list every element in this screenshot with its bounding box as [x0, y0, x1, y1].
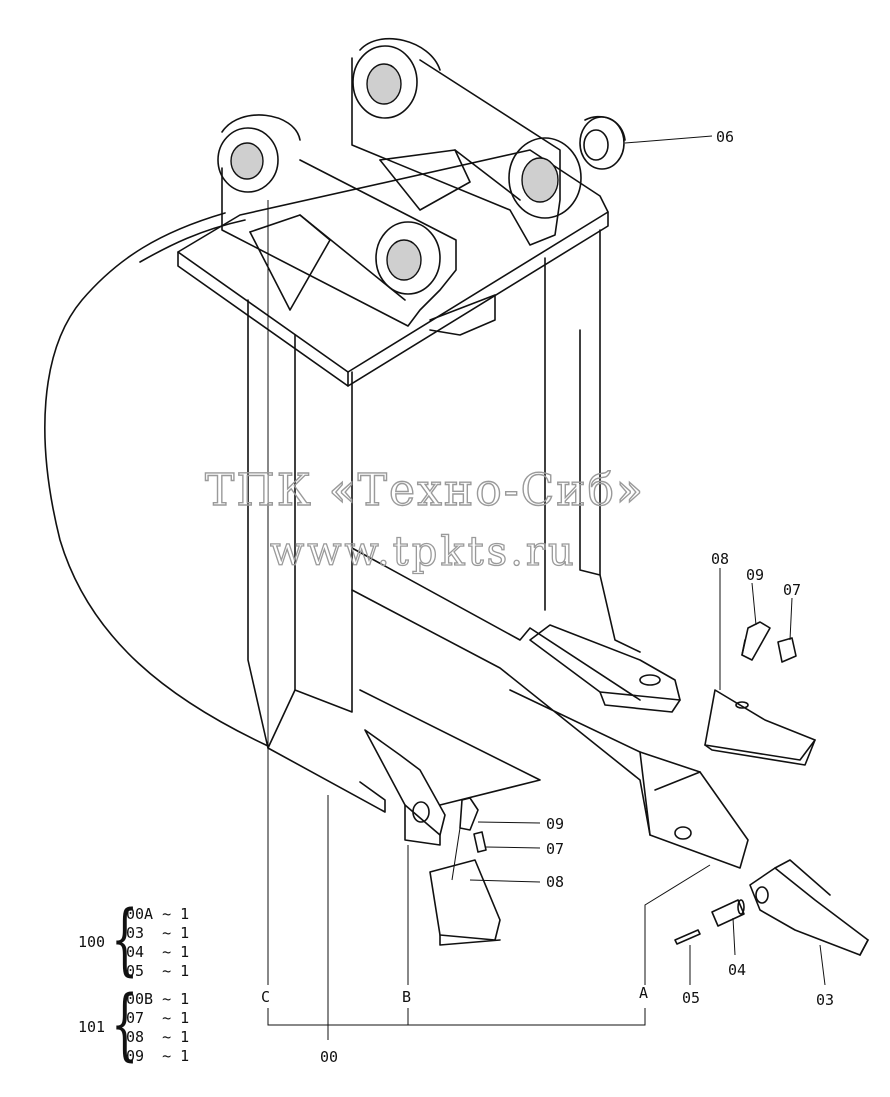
- callout-00: 00: [320, 1048, 338, 1066]
- shank-column-right: [544, 229, 641, 653]
- pin-09-mid: [459, 797, 479, 831]
- kit-number: 101: [78, 1018, 106, 1036]
- kit-item: 00A ~ 1: [126, 905, 190, 923]
- callout-09-mid: 09: [546, 815, 564, 833]
- pin-09-right: [741, 621, 771, 661]
- pin-boss-right-top: [352, 37, 441, 119]
- callout-06: 06: [716, 128, 734, 146]
- pin-boss-right-bottom: [508, 137, 582, 219]
- ref-label-a: A: [639, 984, 648, 1002]
- callout-04: 04: [728, 961, 746, 979]
- tooth-point-08-mid: [429, 859, 501, 946]
- kit-brace: {: [111, 895, 139, 985]
- callout-07-right: 07: [783, 581, 801, 599]
- pin-04: [711, 899, 745, 927]
- pin-boss-left-bottom: [375, 221, 441, 295]
- kit-item: 08 ~ 1: [126, 1028, 190, 1046]
- lock-07-right: [777, 637, 797, 663]
- kit-101: 101 { 00B ~ 1 07 ~ 1 08 ~ 1 09 ~ 1: [78, 986, 218, 1070]
- ref-label-b: B: [402, 988, 411, 1006]
- frame-outline-curve-inner: [139, 219, 246, 263]
- kit-brace: {: [111, 980, 139, 1070]
- tooth-holder-left: [359, 689, 541, 846]
- kit-100: 100 { 00A ~ 1 03 ~ 1 04 ~ 1 05 ~ 1: [78, 901, 218, 985]
- watermark-url: www.tpkts.ru: [270, 529, 577, 575]
- kit-item: 09 ~ 1: [126, 1047, 190, 1065]
- mounting-plate: [177, 149, 609, 387]
- kit-item: 00B ~ 1: [126, 990, 190, 1008]
- pin-05: [674, 929, 701, 945]
- kit-item: 04 ~ 1: [126, 943, 190, 961]
- callout-03: 03: [816, 991, 834, 1009]
- callout-07-mid: 07: [546, 840, 564, 858]
- tooth-point-08-right: [704, 689, 816, 766]
- watermark-company: ТПК «Техно-Сиб»: [205, 465, 645, 516]
- lock-07-mid: [473, 831, 487, 853]
- bracket-gusset: [221, 57, 561, 336]
- spacer-ring-06: [579, 115, 626, 170]
- callout-08-mid: 08: [546, 873, 564, 891]
- kit-item: 07 ~ 1: [126, 1009, 190, 1027]
- kit-item: 03 ~ 1: [126, 924, 190, 942]
- frame-outline-curve: [44, 212, 269, 747]
- callout-05: 05: [682, 989, 700, 1007]
- callout-09-right: 09: [746, 566, 764, 584]
- tooth-03: [749, 859, 869, 956]
- kit-number: 100: [78, 933, 106, 951]
- leader-lines: [267, 135, 826, 1040]
- shank-column-left: [247, 299, 386, 813]
- tooth-holder-center: [351, 547, 749, 869]
- callout-08-right: 08: [711, 550, 729, 568]
- ref-label-c: C: [261, 988, 270, 1006]
- kit-item: 05 ~ 1: [126, 962, 190, 980]
- pin-boss-left-top: [217, 114, 301, 193]
- tooth-holder-right: [529, 624, 681, 713]
